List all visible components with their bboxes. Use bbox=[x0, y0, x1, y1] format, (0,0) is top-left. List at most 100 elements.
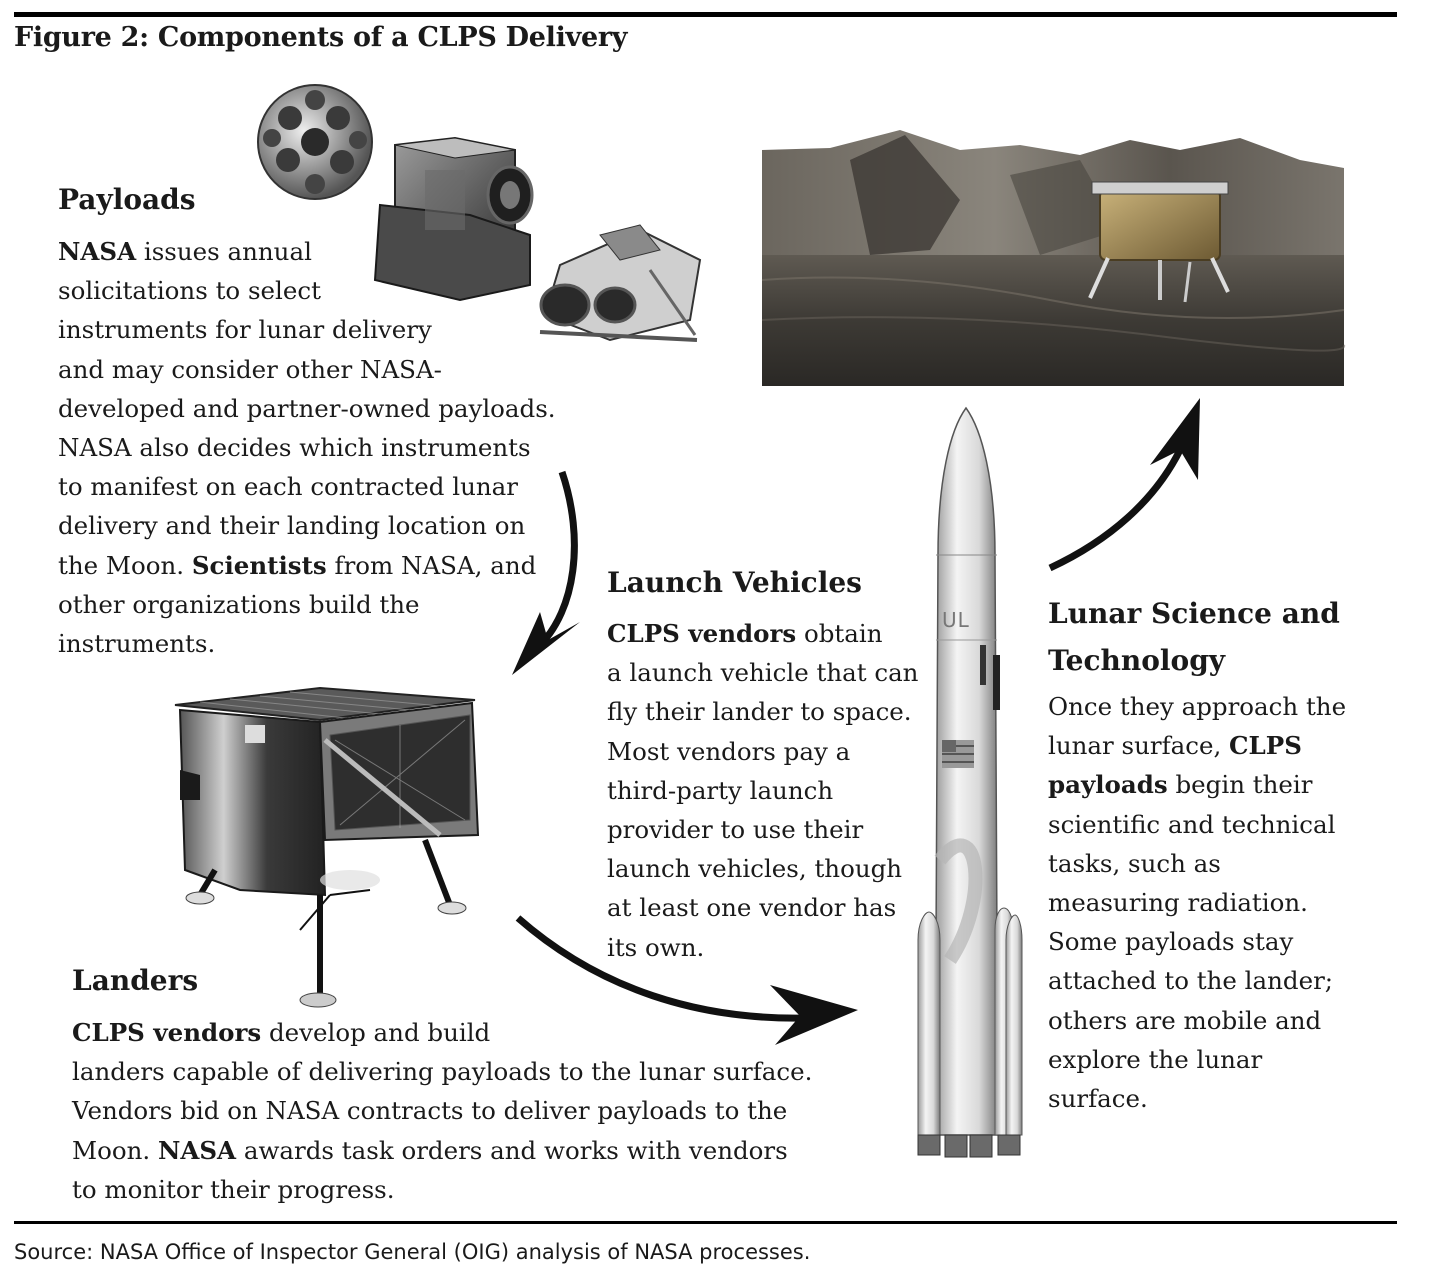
text-run: a launch vehicle that can bbox=[607, 658, 919, 688]
text-line: CLPS vendors obtain bbox=[607, 614, 918, 653]
text-line: surface. bbox=[1048, 1079, 1346, 1118]
text-run: Vendors bid on NASA contracts to deliver… bbox=[72, 1096, 788, 1126]
text-line: delivery and their landing location on bbox=[58, 506, 556, 545]
text-line: and may consider other NASA- bbox=[58, 350, 556, 389]
text-line: explore the lunar bbox=[1048, 1040, 1346, 1079]
text-run: issues annual bbox=[136, 237, 312, 266]
text-line: launch vehicles, though bbox=[607, 849, 918, 888]
emphasis-text: CLPS bbox=[1229, 731, 1302, 761]
text-run: develop and build bbox=[261, 1018, 491, 1047]
text-run: the Moon. bbox=[58, 550, 192, 580]
text-run: from NASA, and bbox=[326, 550, 537, 580]
launch-vehicles-heading: Launch Vehicles bbox=[607, 566, 862, 599]
text-run: measuring radiation. bbox=[1048, 888, 1308, 918]
text-line: others are mobile and bbox=[1048, 1001, 1346, 1040]
text-run: Some payloads stay bbox=[1048, 927, 1294, 957]
text-line: provider to use their bbox=[607, 810, 918, 849]
text-run: lunar surface, bbox=[1048, 731, 1230, 761]
rocket-boosters bbox=[917, 907, 1023, 1136]
text-run: Once they approach the bbox=[1048, 692, 1347, 721]
text-run: tasks, such as bbox=[1048, 848, 1221, 878]
text-run: its own. bbox=[607, 932, 705, 962]
payload-box-instrument bbox=[373, 136, 534, 302]
text-line: attached to the lander; bbox=[1048, 961, 1346, 1000]
text-run: instruments. bbox=[58, 629, 216, 659]
bottom-rule bbox=[14, 1221, 1397, 1224]
text-run: surface. bbox=[1048, 1084, 1148, 1114]
text-run: explore the lunar bbox=[1048, 1044, 1263, 1074]
text-run: NASA also decides which instruments bbox=[58, 433, 531, 463]
lunar-science-text: Once they approach the lunar surface, CLP… bbox=[1048, 687, 1346, 1118]
text-run: launch vehicles, though bbox=[607, 854, 903, 884]
landers-heading: Landers bbox=[72, 964, 199, 997]
text-run: Moon. bbox=[72, 1135, 158, 1165]
payload-camera-instrument bbox=[539, 224, 702, 342]
landers-text: CLPS vendors develop and build landers ca… bbox=[72, 1013, 812, 1209]
text-run: scientific and technical bbox=[1048, 809, 1336, 839]
emphasis-text: CLPS vendors bbox=[607, 619, 797, 648]
lunar-science-heading-line-1: Lunar Science and bbox=[1048, 597, 1340, 630]
text-line: other organizations build the bbox=[58, 585, 556, 624]
text-line: developed and partner-owned payloads. bbox=[58, 389, 556, 428]
text-line: the Moon. Scientists from NASA, and bbox=[58, 546, 556, 585]
text-line: lunar surface, CLPS bbox=[1048, 726, 1346, 765]
payloads-heading: Payloads bbox=[58, 183, 196, 216]
text-run: other organizations build the bbox=[58, 589, 420, 619]
text-line: a launch vehicle that can bbox=[607, 653, 918, 692]
text-run: instruments for lunar delivery bbox=[58, 315, 432, 345]
text-line: Once they approach the bbox=[1048, 687, 1346, 726]
text-line: landers capable of delivering payloads t… bbox=[72, 1052, 812, 1091]
text-line: third-party launch bbox=[607, 771, 918, 810]
emphasis-text: Scientists bbox=[191, 550, 327, 580]
text-run: solicitations to select bbox=[58, 276, 321, 306]
text-line: payloads begin their bbox=[1048, 765, 1346, 804]
payloads-text: NASA issues annual solicitations to selec… bbox=[58, 232, 556, 663]
text-line: measuring radiation. bbox=[1048, 883, 1346, 922]
arrow-payloads-to-landers bbox=[512, 470, 580, 675]
text-line: CLPS vendors develop and build bbox=[72, 1013, 812, 1052]
text-run: landers capable of delivering payloads t… bbox=[72, 1057, 813, 1087]
text-run: fly their lander to space. bbox=[607, 697, 912, 727]
text-line: Some payloads stay bbox=[1048, 922, 1346, 961]
figure-source: Source: NASA Office of Inspector General… bbox=[14, 1240, 811, 1264]
emphasis-text: payloads bbox=[1048, 770, 1168, 800]
text-line: Vendors bid on NASA contracts to deliver… bbox=[72, 1091, 812, 1130]
text-run: awards task orders and works with vendor… bbox=[236, 1135, 788, 1165]
text-line: Moon. NASA awards task orders and works … bbox=[72, 1131, 812, 1170]
text-line: scientific and technical bbox=[1048, 805, 1346, 844]
lunar-science-heading-line-2: Technology bbox=[1048, 644, 1226, 677]
rocket-flag bbox=[942, 740, 974, 768]
text-line: solicitations to select bbox=[58, 271, 556, 310]
lunar-surface-lander-image bbox=[761, 120, 1346, 386]
emphasis-text: NASA bbox=[157, 1135, 237, 1165]
text-line: instruments for lunar delivery bbox=[58, 310, 556, 349]
text-run: attached to the lander; bbox=[1048, 966, 1334, 996]
payload-sphere-instrument bbox=[257, 84, 373, 200]
lander-legs bbox=[197, 838, 453, 995]
emphasis-text: NASA bbox=[58, 237, 137, 266]
text-run: Most vendors pay a bbox=[607, 736, 851, 766]
text-line: NASA also decides which instruments bbox=[58, 428, 556, 467]
text-line: NASA issues annual bbox=[58, 232, 556, 271]
launch-vehicles-text: CLPS vendors obtain a launch vehicle that… bbox=[607, 614, 918, 967]
text-run: developed and partner-owned payloads. bbox=[58, 393, 556, 423]
text-run: obtain bbox=[796, 619, 883, 648]
lunar-science-heading: Lunar Science and Technology bbox=[1048, 590, 1340, 684]
text-line: tasks, such as bbox=[1048, 844, 1346, 883]
text-line: fly their lander to space. bbox=[607, 692, 918, 731]
rocket-logo-text: UL bbox=[942, 608, 970, 632]
text-run: provider to use their bbox=[607, 815, 864, 845]
text-run: delivery and their landing location on bbox=[58, 511, 526, 541]
text-run: at least one vendor has bbox=[607, 893, 897, 923]
rocket-image bbox=[917, 406, 1023, 1158]
text-run: begin their bbox=[1167, 770, 1313, 800]
lander-image bbox=[174, 686, 480, 1008]
text-run: and may consider other NASA- bbox=[58, 354, 442, 384]
text-line: Most vendors pay a bbox=[607, 732, 918, 771]
figure-title: Figure 2: Components of a CLPS Delivery bbox=[14, 22, 628, 53]
text-line: at least one vendor has bbox=[607, 888, 918, 927]
top-rule bbox=[14, 12, 1397, 17]
text-line: to monitor their progress. bbox=[72, 1170, 812, 1209]
text-run: to monitor their progress. bbox=[72, 1174, 395, 1204]
